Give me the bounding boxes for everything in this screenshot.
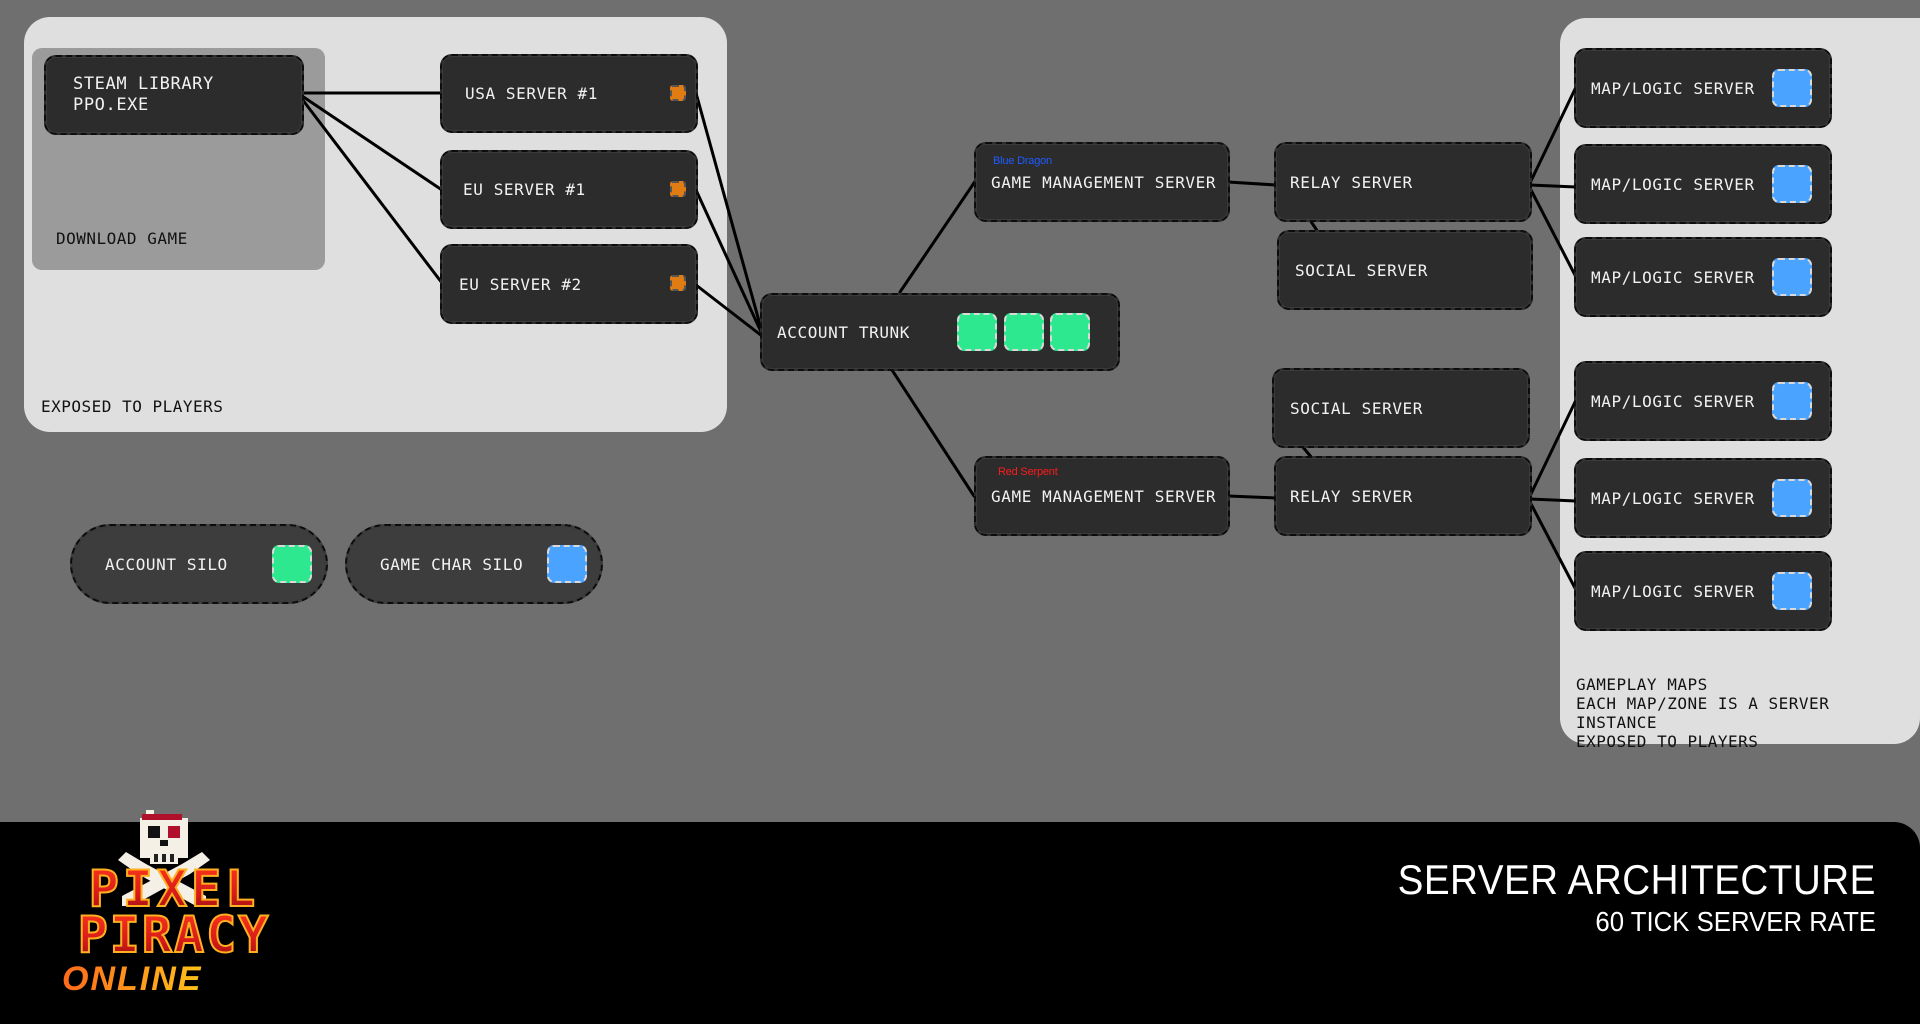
account-shard-chip [957,313,997,351]
account-trunk-node[interactable]: ACCOUNT TRUNK [760,293,1120,371]
exposed-caption: EXPOSED TO PLAYERS [41,397,224,416]
download-caption: DOWNLOAD GAME [56,229,188,248]
steam-library-node[interactable]: STEAM LIBRARY PPO.EXE [44,55,304,135]
footer-bar: PIXEL PIRACY ONLINE SERVER ARCHITECTURE … [0,810,1920,1024]
steam-executable-name: PPO.EXE [73,95,149,115]
map-logic-label: MAP/LOGIC SERVER [1591,267,1755,287]
account-shard-chip [1004,313,1044,351]
map-logic-server-4[interactable]: MAP/LOGIC SERVER [1574,361,1832,441]
pixel-piracy-online-logo: PIXEL PIRACY ONLINE [62,810,271,998]
logo-text-online: ONLINE [62,960,202,998]
character-shard-chip [1772,165,1812,203]
region-server-label: EU SERVER #2 [459,274,582,294]
map-logic-server-3[interactable]: MAP/LOGIC SERVER [1574,237,1832,317]
diagram-subtitle: 60 TICK SERVER RATE [1595,906,1876,937]
map-logic-server-2[interactable]: MAP/LOGIC SERVER [1574,144,1832,224]
region-server-label: USA SERVER #1 [465,84,599,103]
social-server-blue-dragon[interactable]: SOCIAL SERVER [1277,230,1533,310]
region-status-chip [670,180,686,197]
game-management-server-blue-dragon[interactable]: Blue Dragon GAME MANAGEMENT SERVER [974,142,1230,222]
character-shard-chip [1772,572,1812,610]
gms-label: GAME MANAGEMENT SERVER [991,486,1217,506]
link-gms-relay-red [1226,494,1278,500]
relay-server-blue-dragon[interactable]: RELAY SERVER [1274,142,1532,222]
map-logic-label: MAP/LOGIC SERVER [1591,391,1755,411]
social-server-red-serpent[interactable]: SOCIAL SERVER [1272,368,1530,448]
diagram-title: SERVER ARCHITECTURE [1397,856,1876,903]
world-tag-red-serpent: Red Serpent [998,466,1058,478]
world-tag-blue-dragon: Blue Dragon [993,155,1052,167]
link-usa1-trunk [694,91,764,334]
account-silo-node[interactable]: ACCOUNT SILO [70,524,328,604]
relay-label: RELAY SERVER [1290,486,1413,506]
relay-label: RELAY SERVER [1290,172,1413,192]
logo-text-pixel: PIXEL [89,860,260,918]
game-char-silo-chip [547,545,587,583]
map-logic-label: MAP/LOGIC SERVER [1591,488,1755,508]
link-relay-map5 [1528,497,1578,503]
map-logic-label: MAP/LOGIC SERVER [1591,174,1755,194]
link-relay-map2 [1528,183,1578,189]
relay-server-red-serpent[interactable]: RELAY SERVER [1274,456,1532,536]
map-logic-label: MAP/LOGIC SERVER [1591,581,1755,601]
game-char-silo-node[interactable]: GAME CHAR SILO [345,524,603,604]
link-steam-eu1 [300,94,444,192]
link-relay-map1 [1528,85,1578,185]
map-logic-server-6[interactable]: MAP/LOGIC SERVER [1574,551,1832,631]
region-server-eu-2[interactable]: EU SERVER #2 [440,244,698,324]
gms-label: GAME MANAGEMENT SERVER [991,172,1217,192]
game-char-silo-label: GAME CHAR SILO [380,554,524,574]
account-silo-chip [272,545,312,583]
steam-library-title: STEAM LIBRARY [73,74,214,94]
logo-text-piracy: PIRACY [78,906,271,964]
link-trunk-gms-red [890,368,976,498]
map-logic-server-1[interactable]: MAP/LOGIC SERVER [1574,48,1832,128]
account-silo-label: ACCOUNT SILO [105,554,228,574]
skull-icon [118,810,210,906]
link-steam-eu2 [300,97,444,285]
account-trunk-label: ACCOUNT TRUNK [777,322,911,342]
region-server-eu-1[interactable]: EU SERVER #1 [440,150,698,229]
region-status-chip [670,275,686,291]
region-status-chip [670,84,686,101]
character-shard-chip [1772,69,1812,107]
region-server-usa-1[interactable]: USA SERVER #1 [440,54,698,133]
character-shard-chip [1772,479,1812,517]
game-management-server-red-serpent[interactable]: Red Serpent GAME MANAGEMENT SERVER [974,456,1230,536]
link-eu1-trunk [694,188,764,336]
map-logic-label: MAP/LOGIC SERVER [1591,78,1755,98]
character-shard-chip [1772,258,1812,296]
social-label: SOCIAL SERVER [1295,260,1429,280]
link-eu2-trunk [694,283,764,338]
link-relay-map6 [1528,500,1578,592]
link-relay-map3 [1528,186,1578,279]
social-label: SOCIAL SERVER [1290,398,1424,418]
region-server-label: EU SERVER #1 [463,180,586,199]
map-logic-server-5[interactable]: MAP/LOGIC SERVER [1574,458,1832,538]
link-relay-map4 [1528,398,1578,498]
character-shard-chip [1772,382,1812,420]
account-shard-chip [1050,313,1090,351]
link-trunk-gms-blue [898,178,978,294]
link-gms-relay-blue [1226,180,1278,187]
gameplay-caption: GAMEPLAY MAPS EACH MAP/ZONE IS A SERVER … [1576,675,1830,751]
